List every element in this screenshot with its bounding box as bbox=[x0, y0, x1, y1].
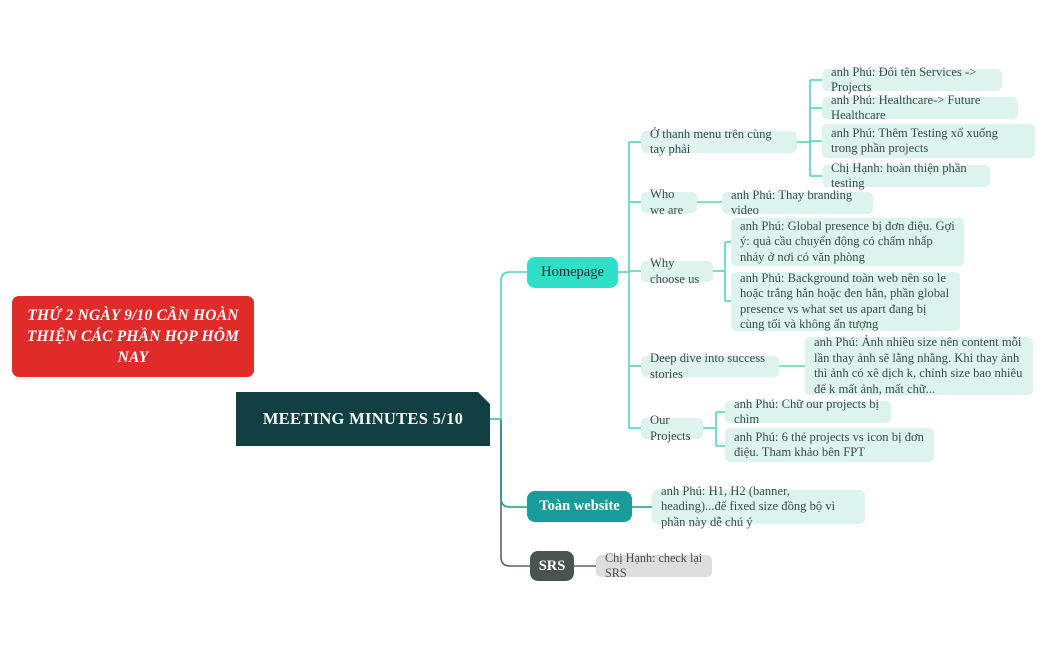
branch-node-srs-label: SRS bbox=[538, 557, 566, 574]
detail-node-add-testing[interactable]: anh Phú: Thêm Testing xổ xuống trong phầ… bbox=[822, 124, 1035, 158]
topic-node-why-choose-us-label: Why choose us bbox=[650, 256, 700, 286]
detail-node-add-testing-label: anh Phú: Thêm Testing xổ xuống trong phầ… bbox=[831, 125, 998, 156]
detail-node-future-healthcare-label: anh Phú: Healthcare-> Future Healthcare bbox=[831, 92, 981, 123]
detail-node-finish-testing[interactable]: Chị Hạnh: hoàn thiện phần testing bbox=[822, 161, 990, 190]
topic-node-who-we-are-label: Who we are bbox=[650, 187, 684, 217]
detail-node-background-contrast[interactable]: anh Phú: Background toàn web nên so le h… bbox=[731, 270, 960, 332]
alert-banner-text: THỨ 2 NGÀY 9/10 CẦN HOÀN THIỆN CÁC PHẦN … bbox=[26, 307, 240, 366]
detail-node-check-srs-label: Chị Hạnh: check lại SRS bbox=[605, 550, 703, 581]
detail-node-global-presence-label: anh Phú: Global presence bị đơn điệu. Gợ… bbox=[740, 218, 955, 264]
detail-node-global-presence[interactable]: anh Phú: Global presence bị đơn điệu. Gợ… bbox=[731, 218, 964, 266]
detail-node-future-healthcare[interactable]: anh Phú: Healthcare-> Future Healthcare bbox=[822, 93, 1018, 122]
detail-node-finish-testing-label: Chị Hạnh: hoàn thiện phần testing bbox=[831, 160, 967, 191]
detail-node-branding-video-label: anh Phú: Thay branding video bbox=[731, 187, 853, 218]
alert-banner[interactable]: THỨ 2 NGÀY 9/10 CẦN HOÀN THIỆN CÁC PHẦN … bbox=[12, 296, 254, 377]
topic-node-menu-bar[interactable]: Ở thanh menu trên cùng tay phải bbox=[641, 127, 797, 156]
detail-node-rename-services-label: anh Phú: Đổi tên Services -> Projects bbox=[831, 64, 977, 95]
root-node-title: MEETING MINUTES 5/10 bbox=[262, 409, 464, 428]
detail-node-image-sizes-label: anh Phú: Ảnh nhiều size nên content mỗi … bbox=[814, 335, 1023, 396]
topic-node-deep-dive-label: Deep dive into success stories bbox=[650, 351, 766, 381]
branch-node-toan-website-label: Toàn website bbox=[539, 498, 620, 514]
detail-node-background-contrast-label: anh Phú: Background toàn web nên so le h… bbox=[740, 270, 950, 332]
root-node-meeting-minutes[interactable]: MEETING MINUTES 5/10 bbox=[236, 392, 490, 446]
topic-node-our-projects-label: Our Projects bbox=[650, 413, 691, 443]
branch-node-srs[interactable]: SRS bbox=[530, 551, 574, 581]
detail-node-our-projects-text-label: anh Phú: Chữ our projects bị chìm bbox=[734, 396, 879, 427]
detail-node-six-project-cards[interactable]: anh Phú: 6 thẻ projects vs icon bị đơn đ… bbox=[725, 428, 934, 462]
branch-node-homepage[interactable]: Homepage bbox=[527, 257, 618, 288]
topic-node-deep-dive[interactable]: Deep dive into success stories bbox=[641, 351, 779, 381]
branch-node-homepage-label: Homepage bbox=[541, 264, 604, 280]
topic-node-why-choose-us[interactable]: Why choose us bbox=[641, 256, 713, 286]
detail-node-check-srs[interactable]: Chị Hạnh: check lại SRS bbox=[596, 551, 712, 580]
branch-node-toan-website[interactable]: Toàn website bbox=[527, 491, 632, 522]
detail-node-rename-services[interactable]: anh Phú: Đổi tên Services -> Projects bbox=[822, 65, 1002, 94]
detail-node-our-projects-text[interactable]: anh Phú: Chữ our projects bị chìm bbox=[725, 397, 891, 426]
topic-node-menu-bar-label: Ở thanh menu trên cùng tay phải bbox=[650, 126, 772, 157]
topic-node-our-projects[interactable]: Our Projects bbox=[641, 413, 703, 443]
detail-node-heading-fixed-size[interactable]: anh Phú: H1, H2 (banner, heading)...để f… bbox=[652, 484, 865, 529]
detail-node-heading-fixed-size-label: anh Phú: H1, H2 (banner, heading)...để f… bbox=[661, 483, 836, 529]
detail-node-image-sizes[interactable]: anh Phú: Ảnh nhiều size nên content mỗi … bbox=[805, 335, 1033, 396]
detail-node-six-project-cards-label: anh Phú: 6 thẻ projects vs icon bị đơn đ… bbox=[734, 429, 924, 460]
detail-node-branding-video[interactable]: anh Phú: Thay branding video bbox=[722, 188, 873, 217]
topic-node-who-we-are[interactable]: Who we are bbox=[641, 187, 697, 217]
